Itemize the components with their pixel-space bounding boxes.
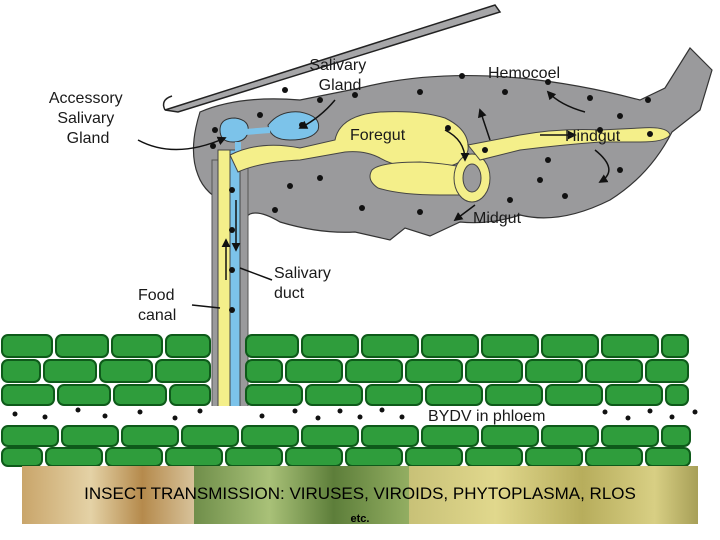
arrow-accessory [137, 136, 227, 151]
arrow-up-hemocoel [478, 108, 491, 141]
photo-strip-middle [194, 466, 409, 524]
arrow-midgut-out [453, 204, 476, 222]
phloem-dots [12, 407, 698, 421]
photo-strip-left [22, 466, 194, 524]
photo-strip-right [409, 466, 698, 524]
caption-subtitle: etc. [350, 513, 370, 525]
label-food-canal: Food canal [138, 287, 179, 324]
arrow-foregut-midgut [444, 129, 470, 162]
plant-tissue-lower [1, 425, 691, 467]
label-accessory-salivary-gland: Accessory Salivary Gland [49, 90, 127, 147]
label-hemocoel: Hemocoel [488, 65, 560, 82]
arrow-salivary-gland [298, 99, 336, 129]
label-foregut: Foregut [350, 127, 406, 144]
label-hindgut: Hindgut [565, 128, 621, 145]
arrow-hemocoel-right [594, 149, 610, 183]
caption-title: INSECT TRANSMISSION: VIRUSES, VIROIDS, P… [84, 484, 636, 503]
hindgut-shape [467, 127, 671, 161]
label-salivary-gland: Salivary Gland [309, 57, 370, 94]
food-canal-pointer [191, 304, 221, 309]
arrow-hemocoel-left [546, 90, 586, 113]
salivary-gland-shape [267, 111, 320, 141]
stylet [164, 4, 502, 113]
food-canal-tube [217, 149, 231, 413]
label-salivary-duct: Salivary duct [274, 265, 335, 302]
foregut-shape [229, 111, 469, 173]
plant-tissue-upper [1, 334, 689, 406]
label-bydv-in-phloem: BYDV in phloem [428, 408, 545, 425]
virus-particles-body [210, 73, 653, 313]
label-midgut: Midgut [473, 210, 522, 227]
salivary-duct-pointer [239, 267, 273, 281]
